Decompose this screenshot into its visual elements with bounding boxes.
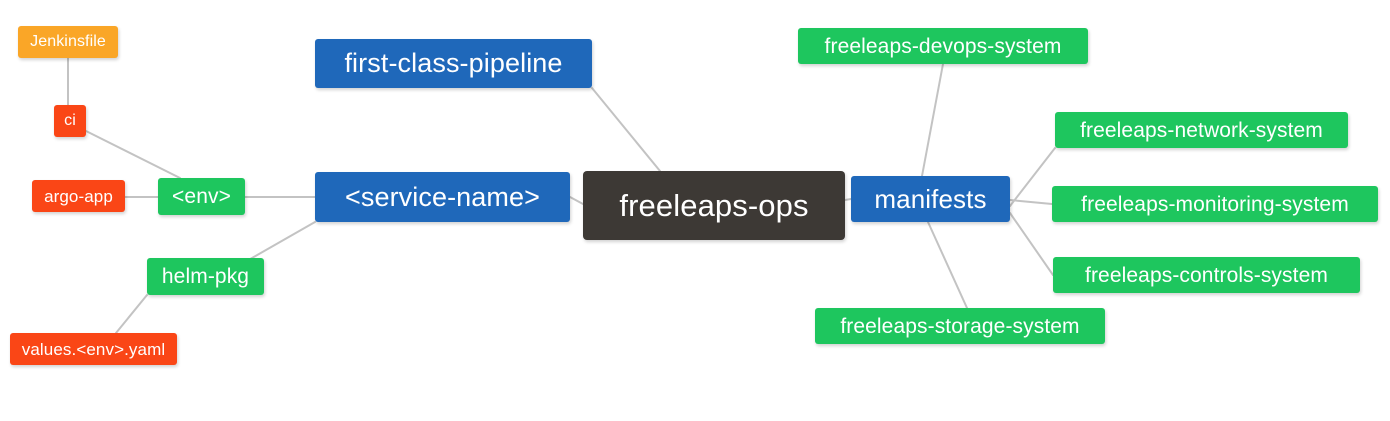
node-manifests[interactable]: manifests: [851, 176, 1010, 222]
node-label-freeleaps-storage-system: freeleaps-storage-system: [840, 314, 1080, 338]
node-ci[interactable]: ci: [54, 105, 86, 137]
node-freeleaps-storage-system[interactable]: freeleaps-storage-system: [815, 308, 1105, 344]
node-label-jenkinsfile: Jenkinsfile: [30, 33, 106, 50]
node-label-freeleaps-devops-system: freeleaps-devops-system: [824, 34, 1062, 58]
node-label-service-name: <service-name>: [345, 181, 540, 212]
edge-root-to-service-name: [569, 196, 584, 205]
node-freeleaps-devops-system[interactable]: freeleaps-devops-system: [798, 28, 1088, 64]
node-env[interactable]: <env>: [158, 178, 245, 215]
node-label-values-env-yaml: values.<env>.yaml: [21, 339, 166, 359]
node-label-freeleaps-controls-system: freeleaps-controls-system: [1085, 263, 1328, 287]
edge-manifests-to-freeleaps-monitoring-system: [1009, 199, 1053, 205]
edge-root-to-first-class-pipeline: [591, 87, 661, 172]
node-root[interactable]: freeleaps-ops: [583, 171, 845, 240]
edge-manifests-to-freeleaps-network-system: [1009, 147, 1056, 207]
edge-env-to-ci: [85, 130, 181, 179]
node-label-helm-pkg: helm-pkg: [161, 265, 250, 288]
node-label-env: <env>: [172, 185, 231, 208]
node-label-root: freeleaps-ops: [619, 188, 809, 223]
node-label-freeleaps-monitoring-system: freeleaps-monitoring-system: [1081, 192, 1349, 216]
node-freeleaps-controls-system[interactable]: freeleaps-controls-system: [1053, 257, 1360, 293]
edge-manifests-to-freeleaps-storage-system: [927, 221, 968, 309]
node-helm-pkg[interactable]: helm-pkg: [147, 258, 264, 295]
node-jenkinsfile[interactable]: Jenkinsfile: [18, 26, 118, 58]
node-label-ci: ci: [64, 112, 76, 129]
node-label-manifests: manifests: [874, 184, 987, 214]
node-service-name[interactable]: <service-name>: [315, 172, 570, 222]
edge-helm-pkg-to-values-env-yaml: [115, 294, 148, 334]
edge-manifests-to-freeleaps-devops-system: [921, 63, 944, 177]
edge-manifests-to-freeleaps-controls-system: [1009, 212, 1054, 276]
node-values-env-yaml[interactable]: values.<env>.yaml: [10, 333, 177, 365]
node-label-freeleaps-network-system: freeleaps-network-system: [1080, 118, 1323, 142]
node-first-class-pipeline[interactable]: first-class-pipeline: [315, 39, 592, 88]
node-freeleaps-monitoring-system[interactable]: freeleaps-monitoring-system: [1052, 186, 1378, 222]
edge-service-name-to-helm-pkg: [244, 221, 316, 263]
node-label-argo-app: argo-app: [44, 186, 113, 206]
node-freeleaps-network-system[interactable]: freeleaps-network-system: [1055, 112, 1348, 148]
node-argo-app[interactable]: argo-app: [32, 180, 125, 212]
node-label-first-class-pipeline: first-class-pipeline: [344, 48, 563, 78]
